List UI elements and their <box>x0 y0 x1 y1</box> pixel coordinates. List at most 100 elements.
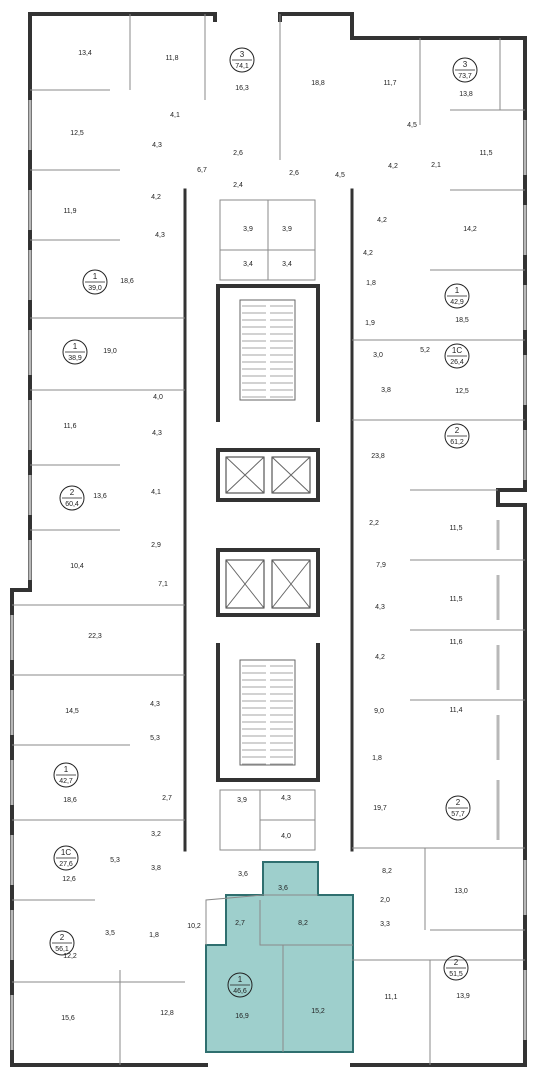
apartment-rooms: 1С <box>61 848 71 857</box>
room-area-label: 13,6 <box>93 493 107 500</box>
apartment-rooms: 2 <box>455 426 460 435</box>
apartment-area: 51,5 <box>449 971 463 978</box>
apartment-circle <box>444 343 470 369</box>
room-area-label: 11,7 <box>383 80 396 87</box>
apartment-circle <box>53 762 79 788</box>
apartment-label[interactable]: 142,9 <box>444 283 470 309</box>
apartment-label[interactable]: 373,7 <box>452 57 478 83</box>
room-area-label: 4,3 <box>152 430 162 437</box>
apartment-label[interactable]: 260,4 <box>59 485 85 511</box>
apartment-area: 42,9 <box>450 299 464 306</box>
room-area-label: 13,0 <box>454 888 468 895</box>
room-area-label: 4,2 <box>151 194 161 201</box>
room-area-label: 2,6 <box>289 170 299 177</box>
room-area-label: 15,2 <box>311 1008 325 1015</box>
room-area-label: 19,7 <box>373 805 387 812</box>
room-area-label: 16,3 <box>235 85 249 92</box>
room-area-label: 5,3 <box>150 735 160 742</box>
room-area-label: 4,0 <box>153 394 163 401</box>
room-area-label: 3,6 <box>238 871 248 878</box>
apartment-label[interactable]: 142,7 <box>53 762 79 788</box>
room-area-label: 3,2 <box>151 831 161 838</box>
room-area-label: 2,2 <box>369 520 379 527</box>
room-area-label: 2,9 <box>151 542 161 549</box>
apartment-circle <box>444 283 470 309</box>
room-area-label: 3,6 <box>278 885 288 892</box>
room-area-label: 13,4 <box>78 50 92 57</box>
apartment-circle <box>59 485 85 511</box>
room-area-label: 13,9 <box>456 993 470 1000</box>
room-area-label: 12,2 <box>63 953 77 960</box>
room-area-label: 4,3 <box>152 142 162 149</box>
apartment-label[interactable]: 146,6 <box>227 972 253 998</box>
room-area-label: 8,2 <box>298 920 308 927</box>
apartment-rooms: 2 <box>454 958 459 967</box>
room-area-label: 9,0 <box>374 708 384 715</box>
room-area-label: 6,7 <box>197 167 207 174</box>
room-area-label: 3,9 <box>243 226 253 233</box>
apartment-rooms: 2 <box>70 488 75 497</box>
room-area-label: 1,8 <box>149 932 159 939</box>
apartment-rooms: 2 <box>456 798 461 807</box>
apartment-label[interactable]: 257,7 <box>445 795 471 821</box>
room-area-label: 11,1 <box>384 994 397 1001</box>
apartment-label[interactable]: 251,5 <box>443 955 469 981</box>
room-area-label: 11,5 <box>449 596 462 603</box>
room-area-label: 12,5 <box>455 388 469 395</box>
apartment-circle <box>82 269 108 295</box>
staircases <box>225 299 311 766</box>
room-area-label: 7,9 <box>376 562 386 569</box>
apartment-rooms: 3 <box>463 60 468 69</box>
stair-steps <box>242 305 293 765</box>
apartment-circle <box>443 955 469 981</box>
apartment-label[interactable]: 138,9 <box>62 339 88 365</box>
room-area-label: 11,8 <box>165 55 178 62</box>
apartment-circle <box>445 795 471 821</box>
apartment-circle <box>227 972 253 998</box>
room-area-label: 18,8 <box>311 80 325 87</box>
room-area-label: 10,4 <box>70 563 84 570</box>
room-area-label: 4,2 <box>377 217 387 224</box>
apartment-area: 46,6 <box>233 988 247 995</box>
apartment-area: 56,1 <box>55 946 69 953</box>
apartment-label[interactable]: 139,0 <box>82 269 108 295</box>
room-area-label: 18,5 <box>455 317 469 324</box>
room-area-label: 4,2 <box>388 163 398 170</box>
room-area-label: 4,3 <box>281 795 291 802</box>
room-area-label: 4,1 <box>170 112 180 119</box>
room-area-labels: 13,4 11,8 16,3 18,8 11,7 13,8 4,1 12,5 4,3 6,7 2,6… <box>61 50 492 1022</box>
room-area-label: 4,2 <box>375 654 385 661</box>
room-area-label: 3,5 <box>105 930 115 937</box>
room-area-label: 14,2 <box>463 226 477 233</box>
room-area-label: 8,2 <box>382 868 392 875</box>
room-area-label: 3,4 <box>243 261 253 268</box>
apartment-circle <box>444 423 470 449</box>
apartment-label[interactable]: 261,2 <box>444 423 470 449</box>
room-area-label: 2,7 <box>235 920 245 927</box>
room-area-label: 11,4 <box>449 707 462 714</box>
apartment-label[interactable]: 256,1 <box>49 930 75 956</box>
apartment-label[interactable]: 374,1 <box>229 47 255 73</box>
apartment-area: 74,1 <box>235 63 249 70</box>
apartment-rooms: 3 <box>240 50 245 59</box>
room-area-label: 12,5 <box>70 130 84 137</box>
highlighted-apartment[interactable] <box>205 861 354 1053</box>
room-area-label: 10,2 <box>187 923 201 930</box>
apartment-circle <box>62 339 88 365</box>
apartment-rooms: 1С <box>452 346 462 355</box>
room-area-label: 13,8 <box>459 91 473 98</box>
room-area-label: 4,3 <box>150 701 160 708</box>
room-area-label: 4,3 <box>155 232 165 239</box>
room-area-label: 4,5 <box>407 122 417 129</box>
room-area-label: 11,6 <box>449 639 462 646</box>
room-area-label: 3,8 <box>151 865 161 872</box>
apartment-area: 38,9 <box>68 355 82 362</box>
room-area-label: 4,0 <box>281 833 291 840</box>
apartment-rooms: 2 <box>60 933 65 942</box>
partitions <box>12 14 525 1065</box>
room-area-label: 5,2 <box>420 347 430 354</box>
